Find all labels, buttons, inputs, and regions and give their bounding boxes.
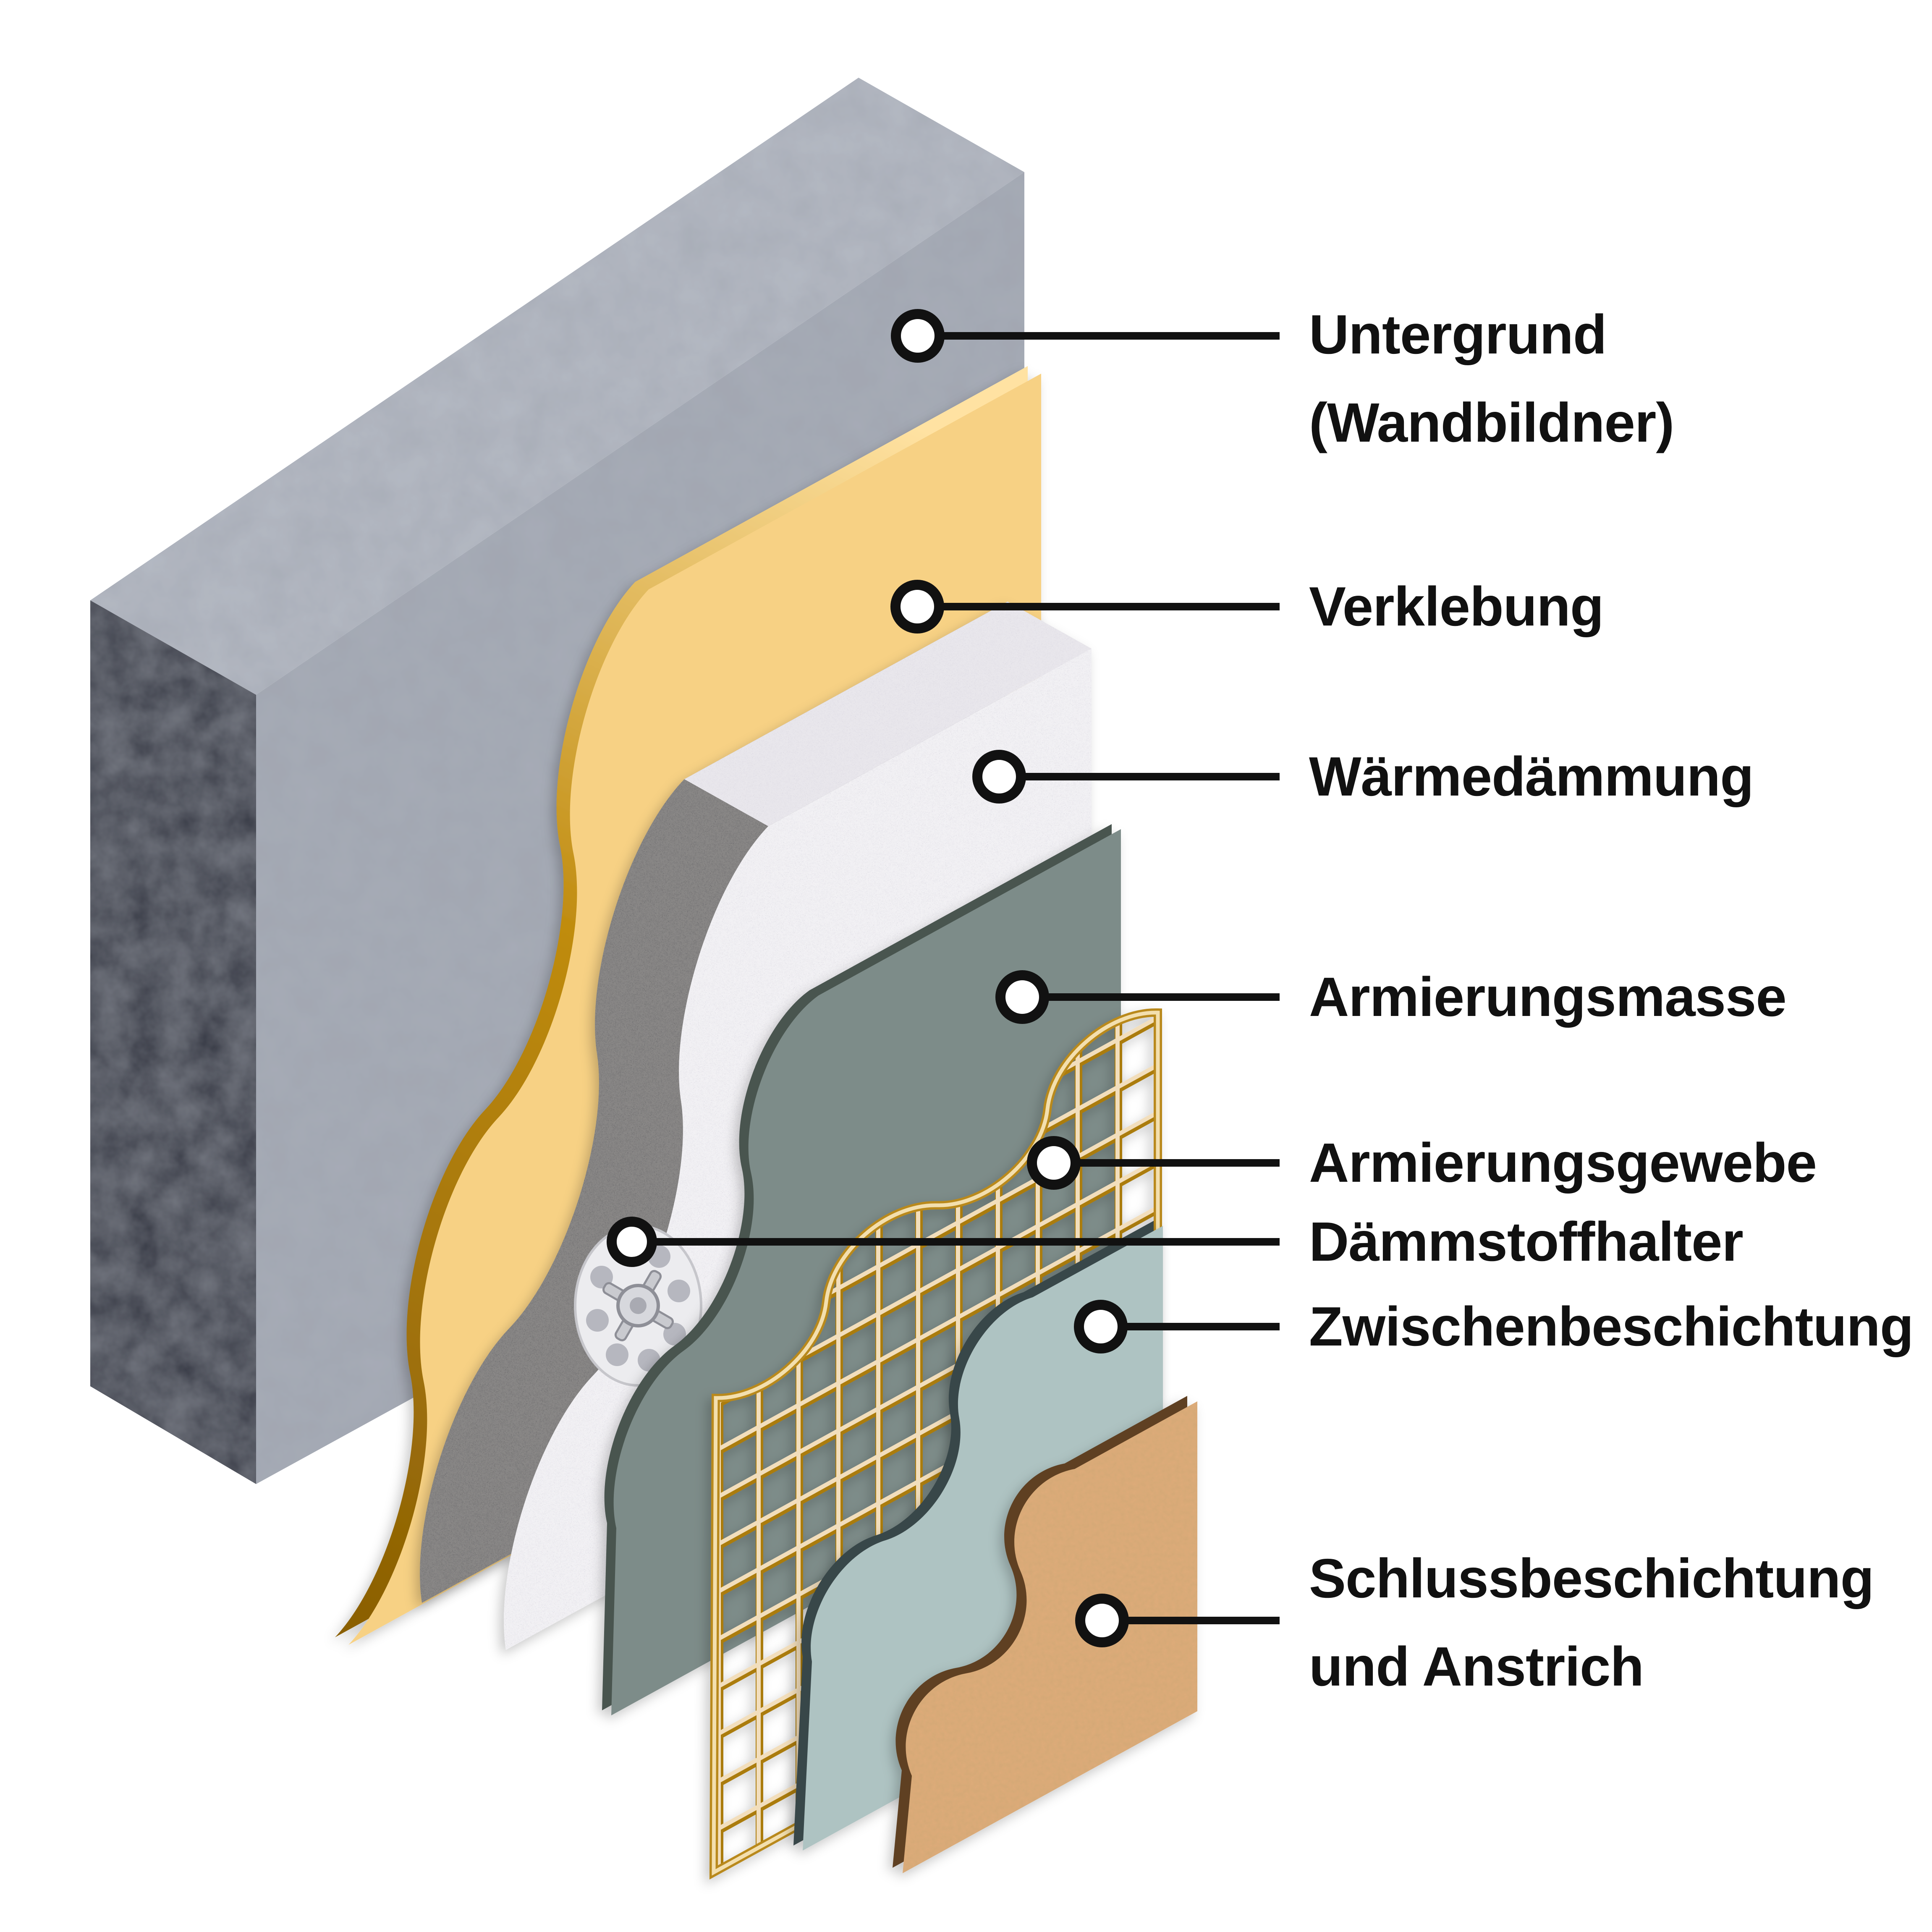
callout-marker-verklebung: [890, 580, 944, 634]
label-untergrund-line1: Untergrund: [1309, 304, 1607, 365]
label-schlussbeschichtung-line2: und Anstrich: [1309, 1636, 1644, 1697]
callout-marker-armierungsgewebe: [1027, 1136, 1081, 1190]
callout-markers: [607, 309, 1129, 1647]
label-verklebung: Verklebung: [1309, 576, 1604, 637]
label-daemmstoffhalter: Dämmstoffhalter: [1309, 1211, 1743, 1272]
callout-lines: [632, 332, 1280, 1624]
label-untergrund-line2: (Wandbildner): [1309, 392, 1674, 453]
label-schlussbeschichtung-line1: Schlussbeschichtung: [1309, 1547, 1874, 1609]
concrete-side-face: [90, 600, 256, 1484]
callout-marker-schlussbeschichtung: [1075, 1594, 1129, 1647]
callout-marker-untergrund: [891, 309, 945, 363]
label-zwischenbeschichtung: Zwischenbeschichtung: [1309, 1296, 1914, 1357]
label-armierungsgewebe: Armierungsgewebe: [1309, 1132, 1817, 1194]
callout-marker-daemmstoffhalter: [607, 1217, 657, 1267]
callout-marker-armierungsmasse: [995, 970, 1049, 1024]
labels: Untergrund (Wandbildner) Verklebung Wärm…: [1309, 304, 1914, 1697]
callout-marker-zwischenbeschichtung: [1074, 1300, 1128, 1353]
concrete-top-face: [90, 78, 1024, 695]
anchor-screw-head: [602, 1270, 674, 1342]
label-armierungsmasse: Armierungsmasse: [1309, 966, 1786, 1028]
label-waermedaemmung: Wärmedämmung: [1309, 746, 1754, 807]
callout-marker-waermedaemmung: [972, 750, 1026, 804]
